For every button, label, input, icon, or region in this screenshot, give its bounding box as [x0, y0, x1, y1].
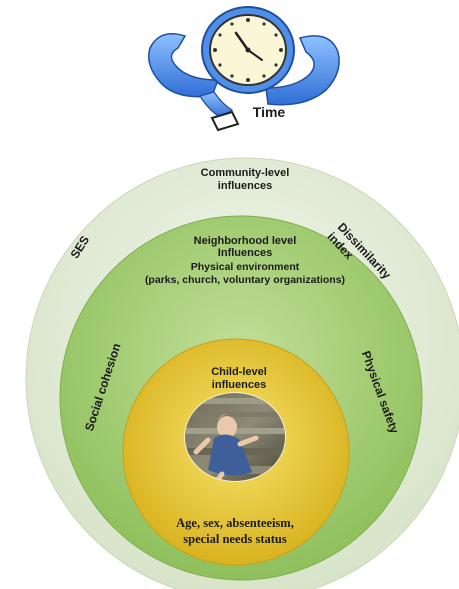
physical-environment-line1: Physical environment	[190, 261, 300, 273]
child-title-line1: Child-level	[211, 366, 267, 378]
community-title: Community-level influences	[170, 167, 320, 193]
child-attributes-line1: Age, sex, absenteeism,	[176, 516, 294, 530]
neighborhood-title-line2: Influences	[217, 246, 273, 259]
physical-environment-label: Physical environment (parks, church, vol…	[110, 261, 380, 286]
child-title: Child-level influences	[196, 366, 282, 392]
stopwatch-icon	[148, 6, 340, 132]
time-label: Time	[252, 104, 286, 120]
physical-environment-line2: (parks, church, voluntary organizations)	[144, 273, 346, 286]
neighborhood-title-line1: Neighborhood level	[193, 235, 297, 247]
buckle-icon	[210, 110, 240, 132]
child-photo	[184, 392, 286, 482]
community-title-line2: influences	[217, 180, 273, 193]
child-attributes-label: Age, sex, absenteeism, special needs sta…	[150, 516, 320, 547]
neighborhood-title: Neighborhood level Influences	[160, 235, 330, 259]
community-title-line1: Community-level	[200, 167, 290, 179]
child-attributes-line2: special needs status	[183, 531, 287, 546]
child-title-line2: influences	[211, 379, 267, 392]
